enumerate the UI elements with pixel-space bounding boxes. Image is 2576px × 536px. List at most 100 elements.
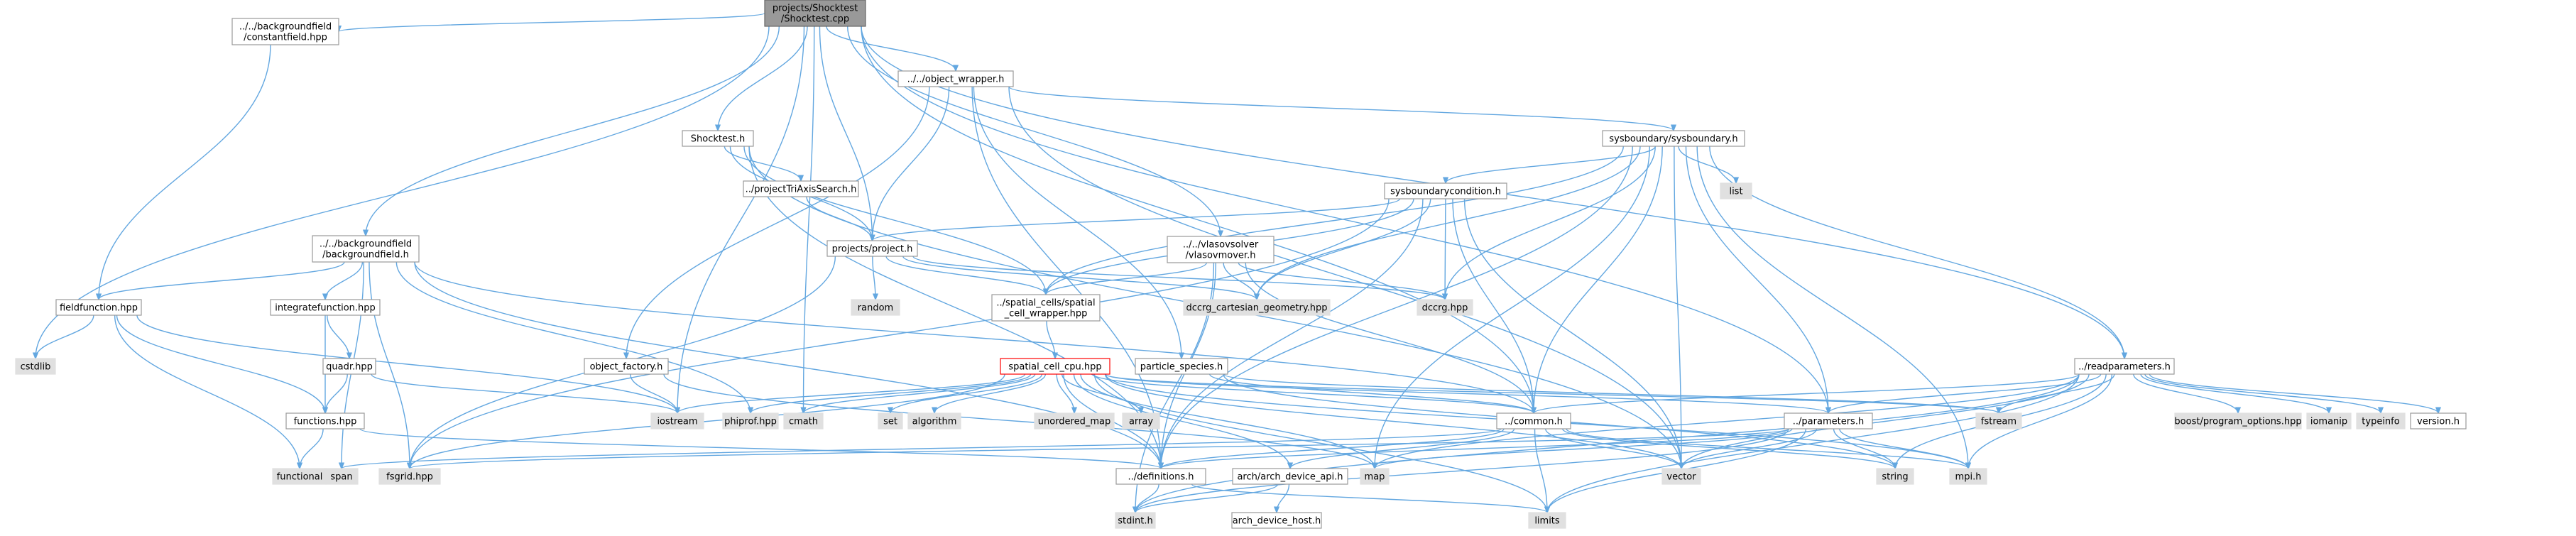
- edge-spatialcellcpu-to-unorderedmap: [1056, 373, 1074, 413]
- node-label: projects/project.h: [832, 244, 913, 255]
- edge-sysboundary-to-dccrg: [1445, 146, 1656, 300]
- node-random[interactable]: random: [851, 299, 900, 316]
- node-box: [2356, 412, 2406, 430]
- node-projecth[interactable]: projects/project.h: [826, 240, 918, 257]
- node-cmath[interactable]: cmath: [783, 412, 824, 430]
- edge-spatialcellcpu-to-set: [890, 373, 1043, 413]
- node-objectwrapper[interactable]: ../../object_wrapper.h: [897, 70, 1014, 87]
- edge-root-to-parameters: [861, 26, 1828, 413]
- edge-spatialcellcpu-to-common: [1093, 373, 1534, 414]
- edge-sysboundary-to-readparameters: [1709, 146, 2124, 359]
- node-label: projects/Shocktest: [773, 4, 858, 14]
- edge-sysboundary-to-list: [1678, 146, 1736, 183]
- node-boostpo[interactable]: boost/program_options.hpp: [2174, 412, 2302, 430]
- node-label: phiprof.hpp: [724, 417, 777, 427]
- node-box: [722, 412, 779, 430]
- node-archapi[interactable]: arch/arch_device_api.h: [1232, 468, 1348, 485]
- edge-constantfield-to-fieldfunction: [99, 44, 271, 300]
- node-label: sysboundary/sysboundary.h: [1609, 134, 1737, 145]
- edge-spatialcellcpu-to-cmath: [804, 373, 1036, 413]
- node-map[interactable]: map: [1360, 468, 1390, 485]
- node-box: [1417, 299, 1473, 316]
- node-integratefunction[interactable]: integratefunction.hpp: [270, 299, 381, 316]
- node-parameters[interactable]: ../parameters.h: [1784, 412, 1873, 430]
- node-box: [851, 299, 900, 316]
- node-functions[interactable]: functions.hpp: [285, 412, 365, 430]
- node-spatialcellcpu[interactable]: spatial_cell_cpu.hpp: [1000, 358, 1110, 375]
- node-box: [2074, 358, 2175, 375]
- node-label: mpi.h: [1955, 472, 1982, 483]
- node-string[interactable]: string: [1876, 468, 1914, 485]
- node-box: [1135, 358, 1228, 375]
- edge-fieldfunction-to-cstdlib: [36, 315, 94, 359]
- edge-backgroundfield-to-definitions: [414, 261, 1161, 469]
- edge-objectwrapper-to-vector: [1008, 86, 1681, 469]
- node-iomanip[interactable]: iomanip: [2306, 412, 2352, 430]
- node-quadr[interactable]: quadr.hpp: [322, 358, 376, 375]
- node-box: [682, 130, 754, 147]
- node-sysboundary[interactable]: sysboundary/sysboundary.h: [1602, 130, 1745, 147]
- node-box: [55, 299, 142, 316]
- node-iostream[interactable]: iostream: [650, 412, 704, 430]
- node-box: [878, 412, 903, 430]
- node-particlespecies[interactable]: particle_species.h: [1135, 358, 1228, 375]
- node-version[interactable]: version.h: [2410, 412, 2467, 430]
- node-definitions[interactable]: ../definitions.h: [1115, 468, 1206, 485]
- node-fieldfunction[interactable]: fieldfunction.hpp: [55, 299, 142, 316]
- node-label: fstream: [1981, 417, 2016, 427]
- node-root[interactable]: projects/Shocktest/Shocktest.cpp: [764, 0, 866, 27]
- node-vector[interactable]: vector: [1661, 468, 1701, 485]
- node-span[interactable]: span: [324, 468, 359, 485]
- edge-trisearch-to-projecth: [806, 196, 872, 241]
- node-label: ../spatial_cells/spatial: [996, 298, 1095, 309]
- node-functional[interactable]: functional: [272, 468, 327, 485]
- node-cstdlib[interactable]: cstdlib: [15, 358, 56, 375]
- edge-spatialcellcpu-to-archapi: [1073, 373, 1290, 469]
- edge-quadr-to-functions: [325, 373, 348, 413]
- node-fstream[interactable]: fstream: [1975, 412, 2022, 430]
- edge-root-to-objectwrapper: [826, 26, 956, 71]
- node-box: [991, 294, 1101, 322]
- node-dccrgcart[interactable]: dccrg_cartesian_geometry.hpp: [1183, 299, 1331, 316]
- node-spatialwrapper[interactable]: ../spatial_cells/spatial_cell_wrapper.hp…: [991, 294, 1101, 322]
- edge-fieldfunction-to-functions: [116, 315, 325, 413]
- edge-sysboundarycondition-to-vector: [1463, 198, 1681, 469]
- node-backgroundfield[interactable]: ../../backgroundfield/backgroundfield.h: [312, 235, 420, 263]
- edge-backgroundfield-to-phiprof: [395, 261, 751, 413]
- node-label: iostream: [657, 417, 697, 427]
- node-dccrg[interactable]: dccrg.hpp: [1417, 299, 1473, 316]
- node-mpih[interactable]: mpi.h: [1949, 468, 1987, 485]
- node-objectfactory[interactable]: object_factory.h: [584, 358, 669, 375]
- node-algorithm[interactable]: algorithm: [907, 412, 961, 430]
- node-label: ../common.h: [1505, 417, 1563, 427]
- node-set[interactable]: set: [878, 412, 903, 430]
- node-list[interactable]: list: [1720, 182, 1752, 199]
- edge-root-to-iostream: [677, 26, 805, 413]
- edge-parameters-to-definitions: [1161, 428, 1789, 469]
- node-archhost[interactable]: arch_device_host.h: [1231, 512, 1322, 529]
- node-typeinfo[interactable]: typeinfo: [2356, 412, 2406, 430]
- node-label: ../readparameters.h: [2078, 362, 2171, 373]
- node-fsgrid[interactable]: fsgrid.hpp: [378, 468, 441, 485]
- node-shocktesth[interactable]: Shocktest.h: [682, 130, 754, 147]
- node-box: [1496, 412, 1571, 430]
- node-array[interactable]: array: [1122, 412, 1160, 430]
- edge-root-to-projecth: [819, 26, 872, 241]
- node-vlasovmover[interactable]: ../../vlasovsolver/vlasovmover.h: [1167, 236, 1275, 263]
- node-box: [1183, 299, 1331, 316]
- node-unorderedmap[interactable]: unordered_map: [1034, 412, 1115, 430]
- node-limits[interactable]: limits: [1528, 512, 1566, 529]
- node-phiprof[interactable]: phiprof.hpp: [722, 412, 779, 430]
- node-trisearch[interactable]: ../projectTriAxisSearch.h: [743, 180, 859, 197]
- node-common[interactable]: ../common.h: [1496, 412, 1571, 430]
- node-readparameters[interactable]: ../readparameters.h: [2074, 358, 2175, 375]
- node-label: /constantfield.hpp: [244, 33, 327, 43]
- node-constantfield[interactable]: ../../backgroundfield/constantfield.hpp: [231, 18, 339, 45]
- node-stdint[interactable]: stdint.h: [1115, 512, 1156, 529]
- edge-objectfactory-to-map: [663, 373, 1375, 469]
- node-label: cmath: [789, 417, 818, 427]
- node-sysboundarycondition[interactable]: sysboundarycondition.h: [1384, 182, 1507, 199]
- edge-common-to-mpih: [1566, 428, 1968, 469]
- edge-integratefunction-to-quadr: [327, 315, 349, 359]
- edge-layer: [36, 12, 2438, 513]
